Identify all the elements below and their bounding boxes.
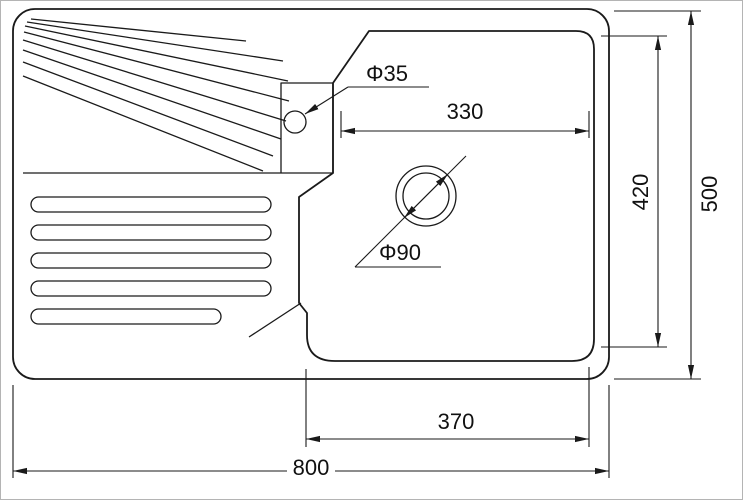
dimension-330-label: 330: [447, 99, 484, 124]
dimension-370: 370: [305, 367, 590, 447]
groove: [30, 196, 272, 213]
groove: [30, 252, 272, 269]
drain-diameter-label: Φ90: [379, 240, 421, 265]
groove: [30, 224, 272, 241]
dimension-800-label: 800: [293, 455, 330, 480]
drain-hole: [395, 165, 457, 227]
groove: [30, 308, 222, 325]
bowl-outline: [298, 30, 595, 362]
sink-outline: [12, 8, 610, 380]
dimension-800: 800: [12, 385, 610, 481]
tap-hole: [283, 110, 307, 134]
dimension-drain-hole: Φ90: [354, 155, 467, 268]
tap-hole-diameter-label: Φ35: [366, 61, 408, 86]
drainboard-fan-lines: [22, 18, 290, 172]
dimension-500: 500: [614, 10, 722, 380]
groove: [30, 280, 272, 297]
drainboard-crease-line: [248, 302, 302, 338]
drainboard-grooves: [30, 196, 272, 325]
dimension-420: 420: [601, 35, 667, 348]
dimension-420-label: 420: [628, 174, 653, 211]
dimension-tap-hole: Φ35: [304, 61, 429, 115]
dimension-330: 330: [340, 99, 590, 138]
dimension-370-label: 370: [438, 409, 475, 434]
dimension-500-label: 500: [697, 176, 722, 213]
tap-hole-platform: [280, 82, 334, 174]
